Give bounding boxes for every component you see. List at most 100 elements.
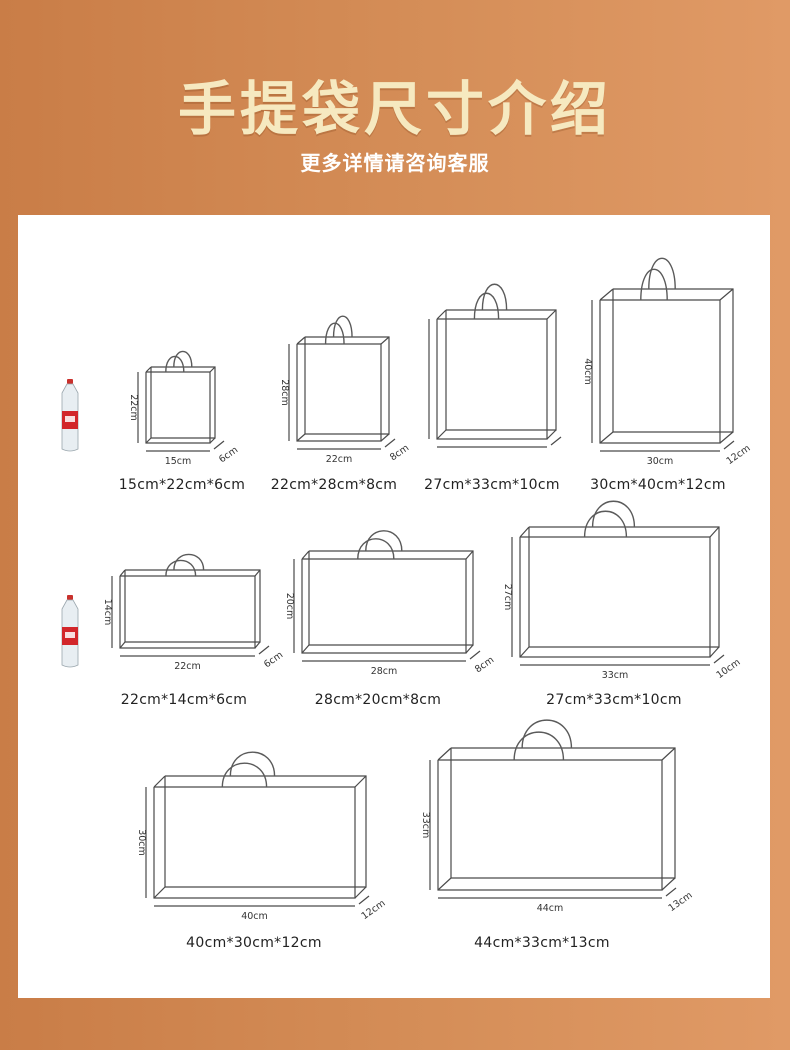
size-label: 22cm*14cm*6cm <box>120 692 248 708</box>
bag-edge <box>437 747 452 761</box>
size-label: 30cm*40cm*12cm <box>590 477 726 493</box>
bag-edge <box>209 366 216 373</box>
bag-diagram <box>145 751 370 907</box>
bag-edge <box>354 775 367 788</box>
bag-diagram <box>429 719 677 899</box>
bag-edge <box>301 550 310 560</box>
bag-diagram <box>137 350 225 452</box>
bag-back-face <box>150 366 216 439</box>
bag-edge <box>465 644 474 654</box>
bag-edge <box>709 646 720 658</box>
bag-diagram <box>591 257 735 452</box>
bag-handle-back <box>229 751 276 777</box>
bottle-label-mark <box>65 632 75 638</box>
size-label: 27cm*33cm*10cm <box>546 692 682 708</box>
depth-dimension-line <box>258 645 270 655</box>
bag-back-face <box>450 747 676 879</box>
bag-back-face <box>164 775 367 888</box>
bag-edge <box>719 288 734 301</box>
bag-diagram <box>511 500 725 666</box>
bag-front-face <box>145 371 211 444</box>
height-dimension-text: 33cm <box>420 812 431 839</box>
bag-diagram <box>111 553 270 657</box>
bag-edge <box>153 775 166 788</box>
bag-edge <box>546 309 557 320</box>
size-label: 40cm*30cm*12cm <box>186 935 322 951</box>
depth-dimension-text: 8cm <box>473 655 496 676</box>
size-label: 28cm*20cm*8cm <box>314 692 442 708</box>
bag-edge <box>153 886 166 899</box>
bag-edge <box>719 431 734 444</box>
bag-handle <box>165 559 197 577</box>
depth-dimension-line <box>665 887 677 897</box>
width-dimension-text: 22cm <box>174 661 201 672</box>
bag-back-face <box>612 288 734 433</box>
depth-dimension-line <box>469 650 481 660</box>
bag-back-face <box>304 336 390 435</box>
bag-handle <box>221 762 268 788</box>
size-label: 22cm*28cm*8cm <box>270 477 398 493</box>
bag-edge <box>145 366 152 373</box>
bag-front-face <box>436 318 548 440</box>
bag-edge <box>380 433 390 442</box>
size-label: 27cm*33cm*10cm <box>424 477 560 493</box>
bag-back-face <box>308 550 474 646</box>
bag-edge <box>296 336 306 345</box>
bag-front-face <box>437 759 663 891</box>
bag-edge <box>599 288 614 301</box>
bag-back-face <box>445 309 557 431</box>
bag-back-face <box>528 526 720 648</box>
bag-edge <box>519 526 530 538</box>
bag-edge <box>119 641 126 649</box>
bag-edge <box>436 429 447 440</box>
bag-handle <box>583 510 628 538</box>
bag-edge <box>254 641 261 649</box>
depth-dimension-text: 12cm <box>360 898 388 922</box>
bag-back-face <box>124 569 261 643</box>
height-dimension-text: 14cm <box>102 599 113 626</box>
bag-handle <box>324 322 345 345</box>
bag-handle-back <box>365 530 403 552</box>
page-subtitle: 更多详情请咨询客服 <box>300 151 490 175</box>
depth-dimension-text: 13cm <box>667 890 695 914</box>
depth-dimension-line <box>384 438 396 448</box>
page-title: 手提袋尺寸介绍 <box>177 75 612 143</box>
bag-edge <box>661 747 676 761</box>
bag-edge <box>254 569 261 577</box>
bag-edge <box>296 433 306 442</box>
height-dimension-text: 22cm <box>128 394 139 421</box>
bag-handle-back <box>648 257 676 290</box>
depth-dimension-line <box>723 440 735 450</box>
bag-edge <box>436 309 447 320</box>
water-bottle-icon <box>61 379 79 452</box>
bottle-cap <box>67 379 73 384</box>
depth-dimension-line <box>713 654 725 664</box>
width-dimension-text: 28cm <box>371 666 398 677</box>
height-dimension-text: 30cm <box>136 829 147 856</box>
bag-handle <box>513 731 565 761</box>
bag-edge <box>661 877 676 891</box>
bottle-label-mark <box>65 416 75 422</box>
depth-dimension-text: 8cm <box>388 443 411 464</box>
width-dimension-text: 22cm <box>326 454 353 465</box>
width-dimension-text: 44cm <box>537 903 564 914</box>
height-dimension-text: 28cm <box>279 379 290 406</box>
bag-edge <box>546 429 557 440</box>
depth-dimension-text: 6cm <box>217 445 240 466</box>
bag-edge <box>465 550 474 560</box>
depth-dimension-text: 12cm <box>725 443 753 467</box>
bag-handle-back <box>521 719 573 749</box>
bag-edge <box>599 431 614 444</box>
width-dimension-text: 15cm <box>165 456 192 467</box>
size-label: 15cm*22cm*6cm <box>118 477 246 493</box>
bag-edge <box>380 336 390 345</box>
bag-handle-back <box>332 315 353 338</box>
water-bottle-icon <box>61 595 79 668</box>
bag-front-face <box>301 558 467 654</box>
bag-diagram <box>293 530 481 662</box>
height-dimension-text: 20cm <box>284 593 295 620</box>
bag-edge <box>119 569 126 577</box>
height-dimension-text: 27cm <box>502 584 513 611</box>
depth-dimension-line <box>550 436 562 446</box>
